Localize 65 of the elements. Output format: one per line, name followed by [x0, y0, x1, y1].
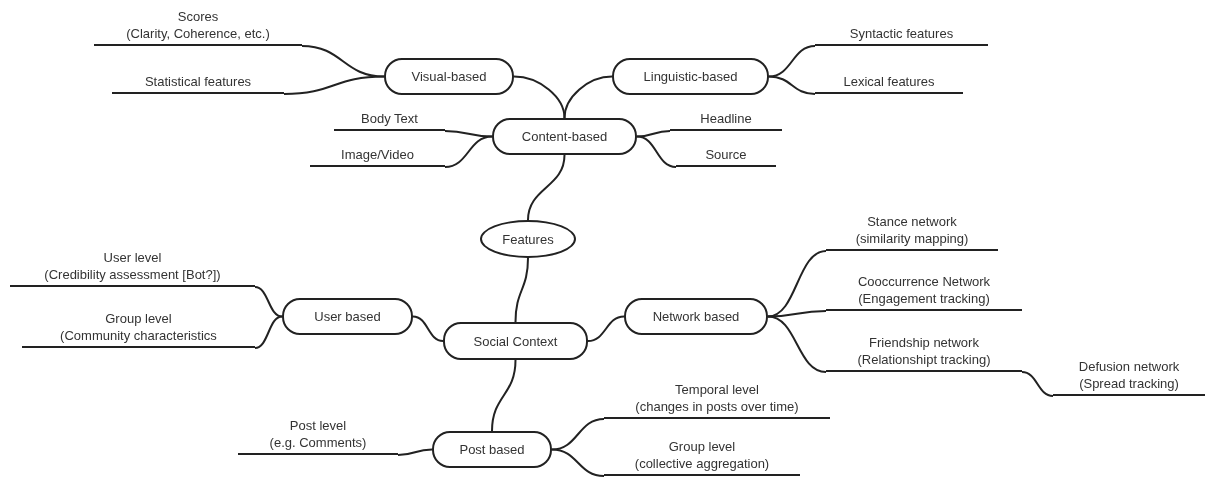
branch-connector: [551, 418, 605, 451]
branch-connector: [768, 45, 816, 78]
branch-connector: [444, 130, 493, 138]
branch-connector: [767, 310, 827, 318]
branch-detail: (collective aggregation): [634, 455, 770, 472]
branch-label: User level: [103, 249, 162, 266]
branch-label: Headline: [700, 110, 752, 127]
branch-label: Syntactic features: [849, 25, 954, 42]
topic-pill: Post based: [432, 431, 552, 468]
branch-connector: [283, 75, 385, 95]
branch-detail: (similarity mapping): [855, 230, 969, 247]
branch-label: Group level: [668, 438, 736, 455]
topic-pill: User based: [282, 298, 413, 335]
branch-connector: [491, 359, 517, 432]
branch-label: Body Text: [361, 110, 418, 127]
branch-connector: [254, 286, 283, 318]
branch-connector: [636, 135, 677, 168]
branch-connector: [551, 448, 605, 477]
branch-detail: (Relationshipt tracking): [857, 351, 991, 368]
branch-connector: [768, 75, 816, 95]
branch-connector: [563, 75, 613, 119]
branch-underline: [676, 147, 776, 167]
branch-connector: [254, 315, 283, 349]
branch-label: Image/Video: [341, 146, 414, 163]
branch-label: Friendship network: [869, 334, 979, 351]
branch-connector: [301, 45, 385, 78]
branch-underline: [334, 111, 445, 131]
branch-connector: [1021, 371, 1054, 397]
branch-detail: (e.g. Comments): [269, 434, 367, 451]
branch-detail: (Credibility assessment [Bot?]): [44, 266, 221, 283]
branch-detail: (Engagement tracking): [858, 290, 990, 307]
topic-pill: Linguistic-based: [612, 58, 769, 95]
branch-detail: (changes in posts over time): [635, 398, 799, 415]
branch-label: Statistical features: [144, 73, 252, 90]
topic-pill: Network based: [624, 298, 768, 335]
branch-connector: [587, 315, 625, 342]
branch-connector: [514, 257, 529, 323]
branch-underline: [815, 26, 988, 46]
branch-label: Defusion network: [1078, 358, 1180, 375]
branch-detail: (Community characteristics: [60, 327, 217, 344]
branch-detail: (Clarity, Coherence, etc.): [126, 25, 270, 42]
branch-label: Source: [705, 146, 747, 163]
branch-label: Lexical features: [843, 73, 935, 90]
branch-connector: [444, 135, 493, 168]
branch-connector: [527, 154, 566, 221]
branch-connector: [636, 130, 671, 138]
branch-connector: [397, 448, 433, 456]
branch-label: Group level: [105, 310, 172, 327]
branch-underline: [112, 74, 284, 94]
topic-pill: Social Context: [443, 322, 588, 360]
topic-pill: Visual-based: [384, 58, 514, 95]
branch-label: Stance network: [867, 213, 957, 230]
branch-connector: [412, 315, 444, 342]
branch-label: Cooccurrence Network: [857, 273, 991, 290]
branch-label: Temporal level: [675, 381, 759, 398]
branch-label: Post level: [289, 417, 347, 434]
branch-label: Scores: [177, 8, 219, 25]
central-topic-ellipse: Features: [480, 220, 576, 258]
topic-pill: Content-based: [492, 118, 637, 155]
branch-detail: (Spread tracking): [1079, 375, 1179, 392]
branch-underline: [670, 111, 782, 131]
branch-connector: [767, 315, 827, 373]
branch-connector: [513, 75, 566, 119]
branch-underline: [815, 74, 963, 94]
branch-underline: [310, 147, 445, 167]
